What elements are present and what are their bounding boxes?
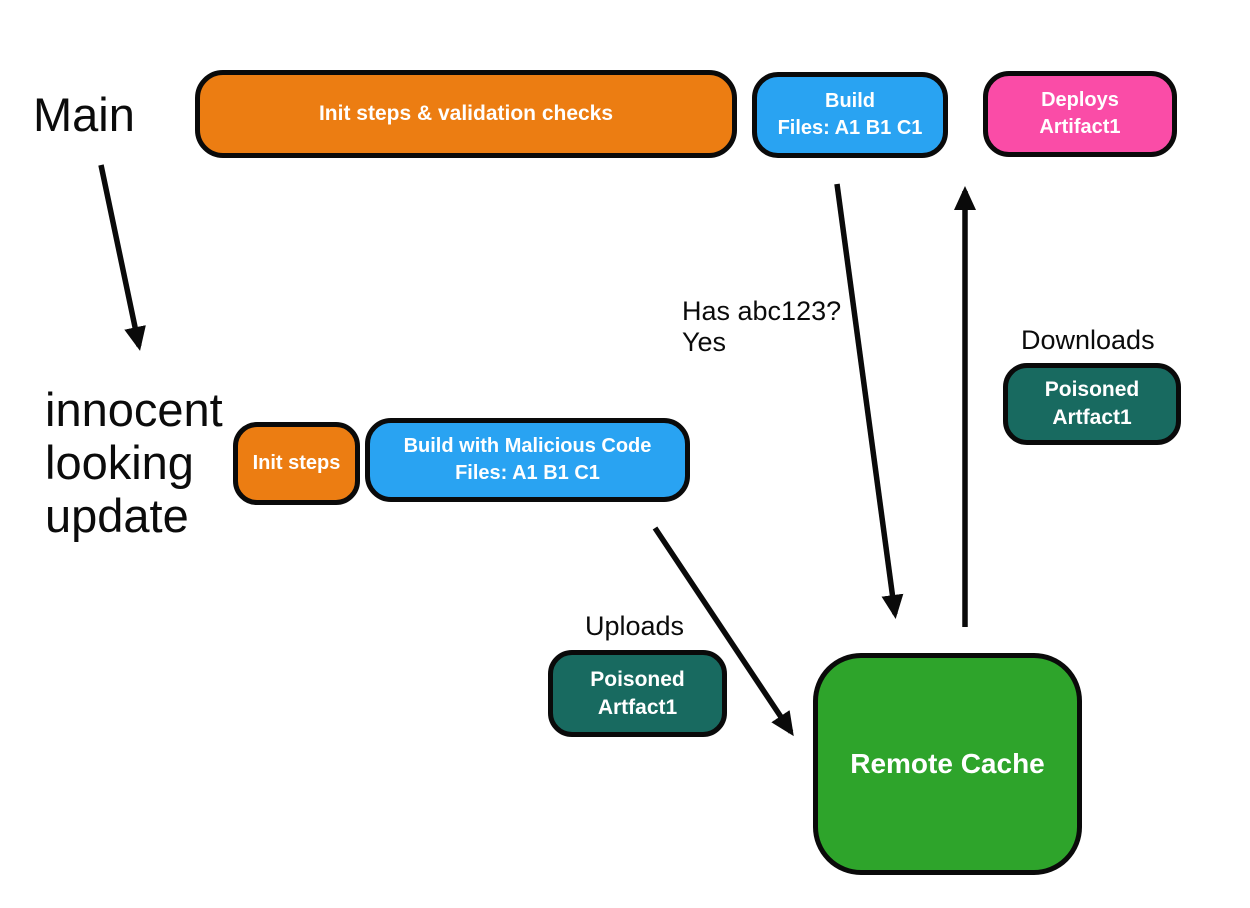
node-init-steps: Init steps <box>233 422 360 505</box>
label-innocent-update: innocent looking update <box>45 383 223 542</box>
node-label-line2: Artfact1 <box>1052 406 1132 429</box>
node-poisoned-artifact-uploaded: Poisoned Artfact1 <box>548 650 727 737</box>
label-downloads: Downloads <box>1021 325 1155 355</box>
arrow-main-to-update <box>98 164 146 351</box>
arrow-build-to-cache-query <box>834 183 904 619</box>
node-build-malicious: Build with Malicious Code Files: A1 B1 C… <box>365 418 690 502</box>
node-label-line1: Build with Malicious Code <box>403 435 652 457</box>
label-uploads: Uploads <box>585 611 685 641</box>
node-remote-cache: Remote Cache <box>813 653 1082 875</box>
node-init-validation-checks: Init steps & validation checks <box>195 70 737 158</box>
node-label-line1: Poisoned <box>1044 378 1140 401</box>
node-label-line1: Poisoned <box>590 667 685 691</box>
label-has-hash-question: Has abc123? Yes <box>682 296 842 357</box>
node-label: Remote Cache <box>850 748 1045 779</box>
node-label-line1: Deploys <box>1041 89 1119 111</box>
node-label-line2: Artifact1 <box>1039 116 1121 138</box>
node-label-line2: Files: A1 B1 C1 <box>455 462 600 484</box>
node-label-line2: Files: A1 B1 C1 <box>777 117 923 139</box>
node-deploys-artifact: Deploys Artifact1 <box>983 71 1177 157</box>
node-label: Init steps & validation checks <box>318 102 614 125</box>
node-build-main: Build Files: A1 B1 C1 <box>752 72 948 158</box>
node-label-line2: Artfact1 <box>597 695 678 719</box>
label-main-branch: Main <box>33 88 135 141</box>
node-poisoned-artifact-downloaded: Poisoned Artfact1 <box>1003 363 1181 445</box>
node-label-line1: Build <box>825 90 875 112</box>
node-label: Init steps <box>252 452 341 474</box>
